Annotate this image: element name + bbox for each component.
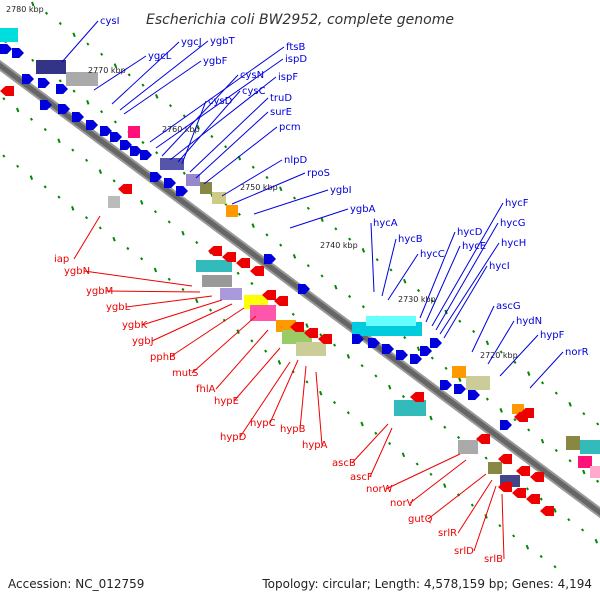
gene-label-plus: hycH	[501, 238, 526, 249]
gene-label-minus: ascB	[332, 458, 356, 469]
gene-label-plus: cysI	[100, 16, 120, 27]
gene-label-minus: gutQ	[408, 514, 433, 525]
gene-label-plus: pcm	[279, 122, 301, 133]
kbp-label: 2760 kbp	[162, 125, 200, 134]
gene-label-minus: mutS	[172, 368, 198, 379]
kbp-label: 2730 kbp	[398, 295, 436, 304]
gene-label-minus: ygbJ	[132, 336, 154, 347]
gene-label-minus: hypA	[302, 440, 328, 451]
gc-ticks	[2, 1, 600, 569]
gene-label-plus: ygbF	[203, 56, 228, 67]
map-title: Escherichia coli BW2952, complete genome	[146, 12, 454, 28]
gene-label-plus: cysD	[208, 96, 233, 107]
gene-label-plus: norR	[565, 347, 589, 358]
gene-label-plus: hycG	[500, 218, 526, 229]
gene-label-minus: norV	[390, 498, 414, 509]
kbp-label: 2780 kbp	[6, 5, 44, 14]
kbp-label: 2770 kbp	[88, 66, 126, 75]
gene-label-plus: ftsB	[286, 42, 305, 53]
gene-label-plus: hycI	[489, 261, 510, 272]
kbp-label: 2740 kbp	[320, 241, 358, 250]
gene-label-minus: ygbL	[106, 302, 131, 313]
kbp-scale: 2780 kbp 2770 kbp 2760 kbp 2750 kbp 2740 kbp…	[6, 5, 518, 360]
gene-label-plus: hycB	[398, 234, 423, 245]
gene-label-plus: ygbT	[210, 36, 236, 47]
gene-label-plus: hypF	[540, 330, 565, 341]
kbp-label: 2750 kbp	[240, 183, 278, 192]
gene-label-minus: norW	[366, 484, 393, 495]
gene-label-minus: hypC	[250, 418, 276, 429]
gene-label-plus: ascG	[496, 301, 521, 312]
gene-label-plus: ygbI	[330, 185, 352, 196]
gene-label-plus: rpoS	[307, 168, 330, 179]
genome-summary: Topology: circular; Length: 4,578,159 bp…	[261, 577, 592, 591]
gene-label-minus: ygbM	[86, 286, 113, 297]
gene-label-plus: ispF	[278, 72, 298, 83]
minus-strand-arrows	[0, 86, 554, 516]
gene-label-minus: hypD	[220, 432, 247, 443]
gene-label-plus: ispD	[285, 54, 307, 65]
gene-label-minus: srlD	[454, 546, 474, 557]
gene-label-minus: hypE	[214, 396, 239, 407]
kbp-label: 2720 kbp	[480, 351, 518, 360]
gene-label-minus: iap	[54, 254, 69, 265]
feature-blocks	[0, 28, 600, 487]
gene-label-plus: truD	[270, 93, 292, 104]
gene-label-minus: ascF	[350, 472, 373, 483]
gene-label-plus: cysC	[242, 86, 266, 97]
gene-label-plus: nlpD	[284, 155, 307, 166]
gene-label-plus: hydN	[516, 316, 542, 327]
gene-label-plus: hycD	[457, 227, 483, 238]
gene-label-plus: ygcJ	[181, 37, 202, 48]
gene-label-plus: surE	[270, 107, 292, 118]
accession-text: Accession: NC_012759	[8, 577, 144, 591]
gene-label-minus: fhlA	[196, 384, 216, 395]
gene-label-plus: hycE	[462, 241, 486, 252]
plus-strand-arrows	[0, 44, 512, 430]
gene-label-plus: hycF	[505, 198, 529, 209]
gene-label-minus: ygbN	[64, 266, 90, 277]
gene-label-plus: ygbA	[350, 204, 376, 215]
gene-label-plus: hycA	[373, 218, 398, 229]
gene-label-minus: srlB	[484, 554, 503, 565]
gene-label-minus: ygbK	[122, 320, 148, 331]
gene-label-plus: cysN	[240, 70, 264, 81]
gene-label-minus: hypB	[280, 424, 306, 435]
gene-label-plus: hycC	[420, 249, 445, 260]
gene-label-minus: pphB	[150, 352, 176, 363]
gene-label-minus: srlR	[438, 528, 457, 539]
gene-label-plus: ygcL	[148, 51, 172, 62]
